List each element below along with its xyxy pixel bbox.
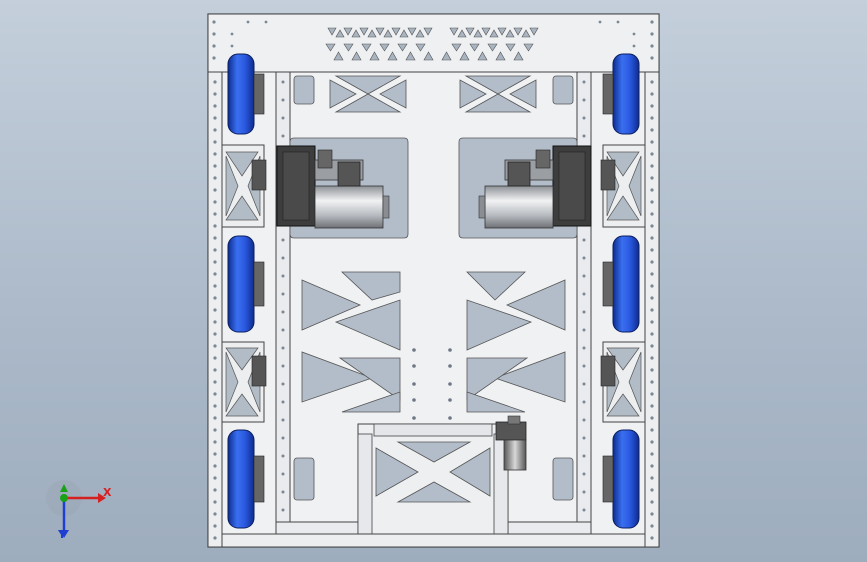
- y-axis-label: Y: [58, 528, 66, 541]
- right-wheels: [600, 53, 640, 529]
- y-axis-arrow-icon: [59, 530, 69, 538]
- front-bumper-cutouts: [325, 27, 539, 61]
- lower-plate-cutouts: [293, 271, 574, 501]
- x-axis-arrow-icon: [98, 493, 106, 503]
- rear-small-motor: [495, 415, 527, 471]
- rear-bracket: [357, 423, 509, 547]
- coordinate-triad: [46, 480, 106, 538]
- left-drive-motor: [276, 145, 390, 229]
- z-axis-dot-icon: [60, 494, 68, 502]
- rear-cross-bar: [221, 533, 646, 548]
- x-axis-label: X: [103, 486, 112, 499]
- rail-holes: [213, 80, 654, 540]
- right-drive-motor: [478, 145, 592, 229]
- bumper-holes: [212, 20, 654, 60]
- center-plate-holes: [412, 348, 452, 420]
- left-wheels: [227, 53, 267, 529]
